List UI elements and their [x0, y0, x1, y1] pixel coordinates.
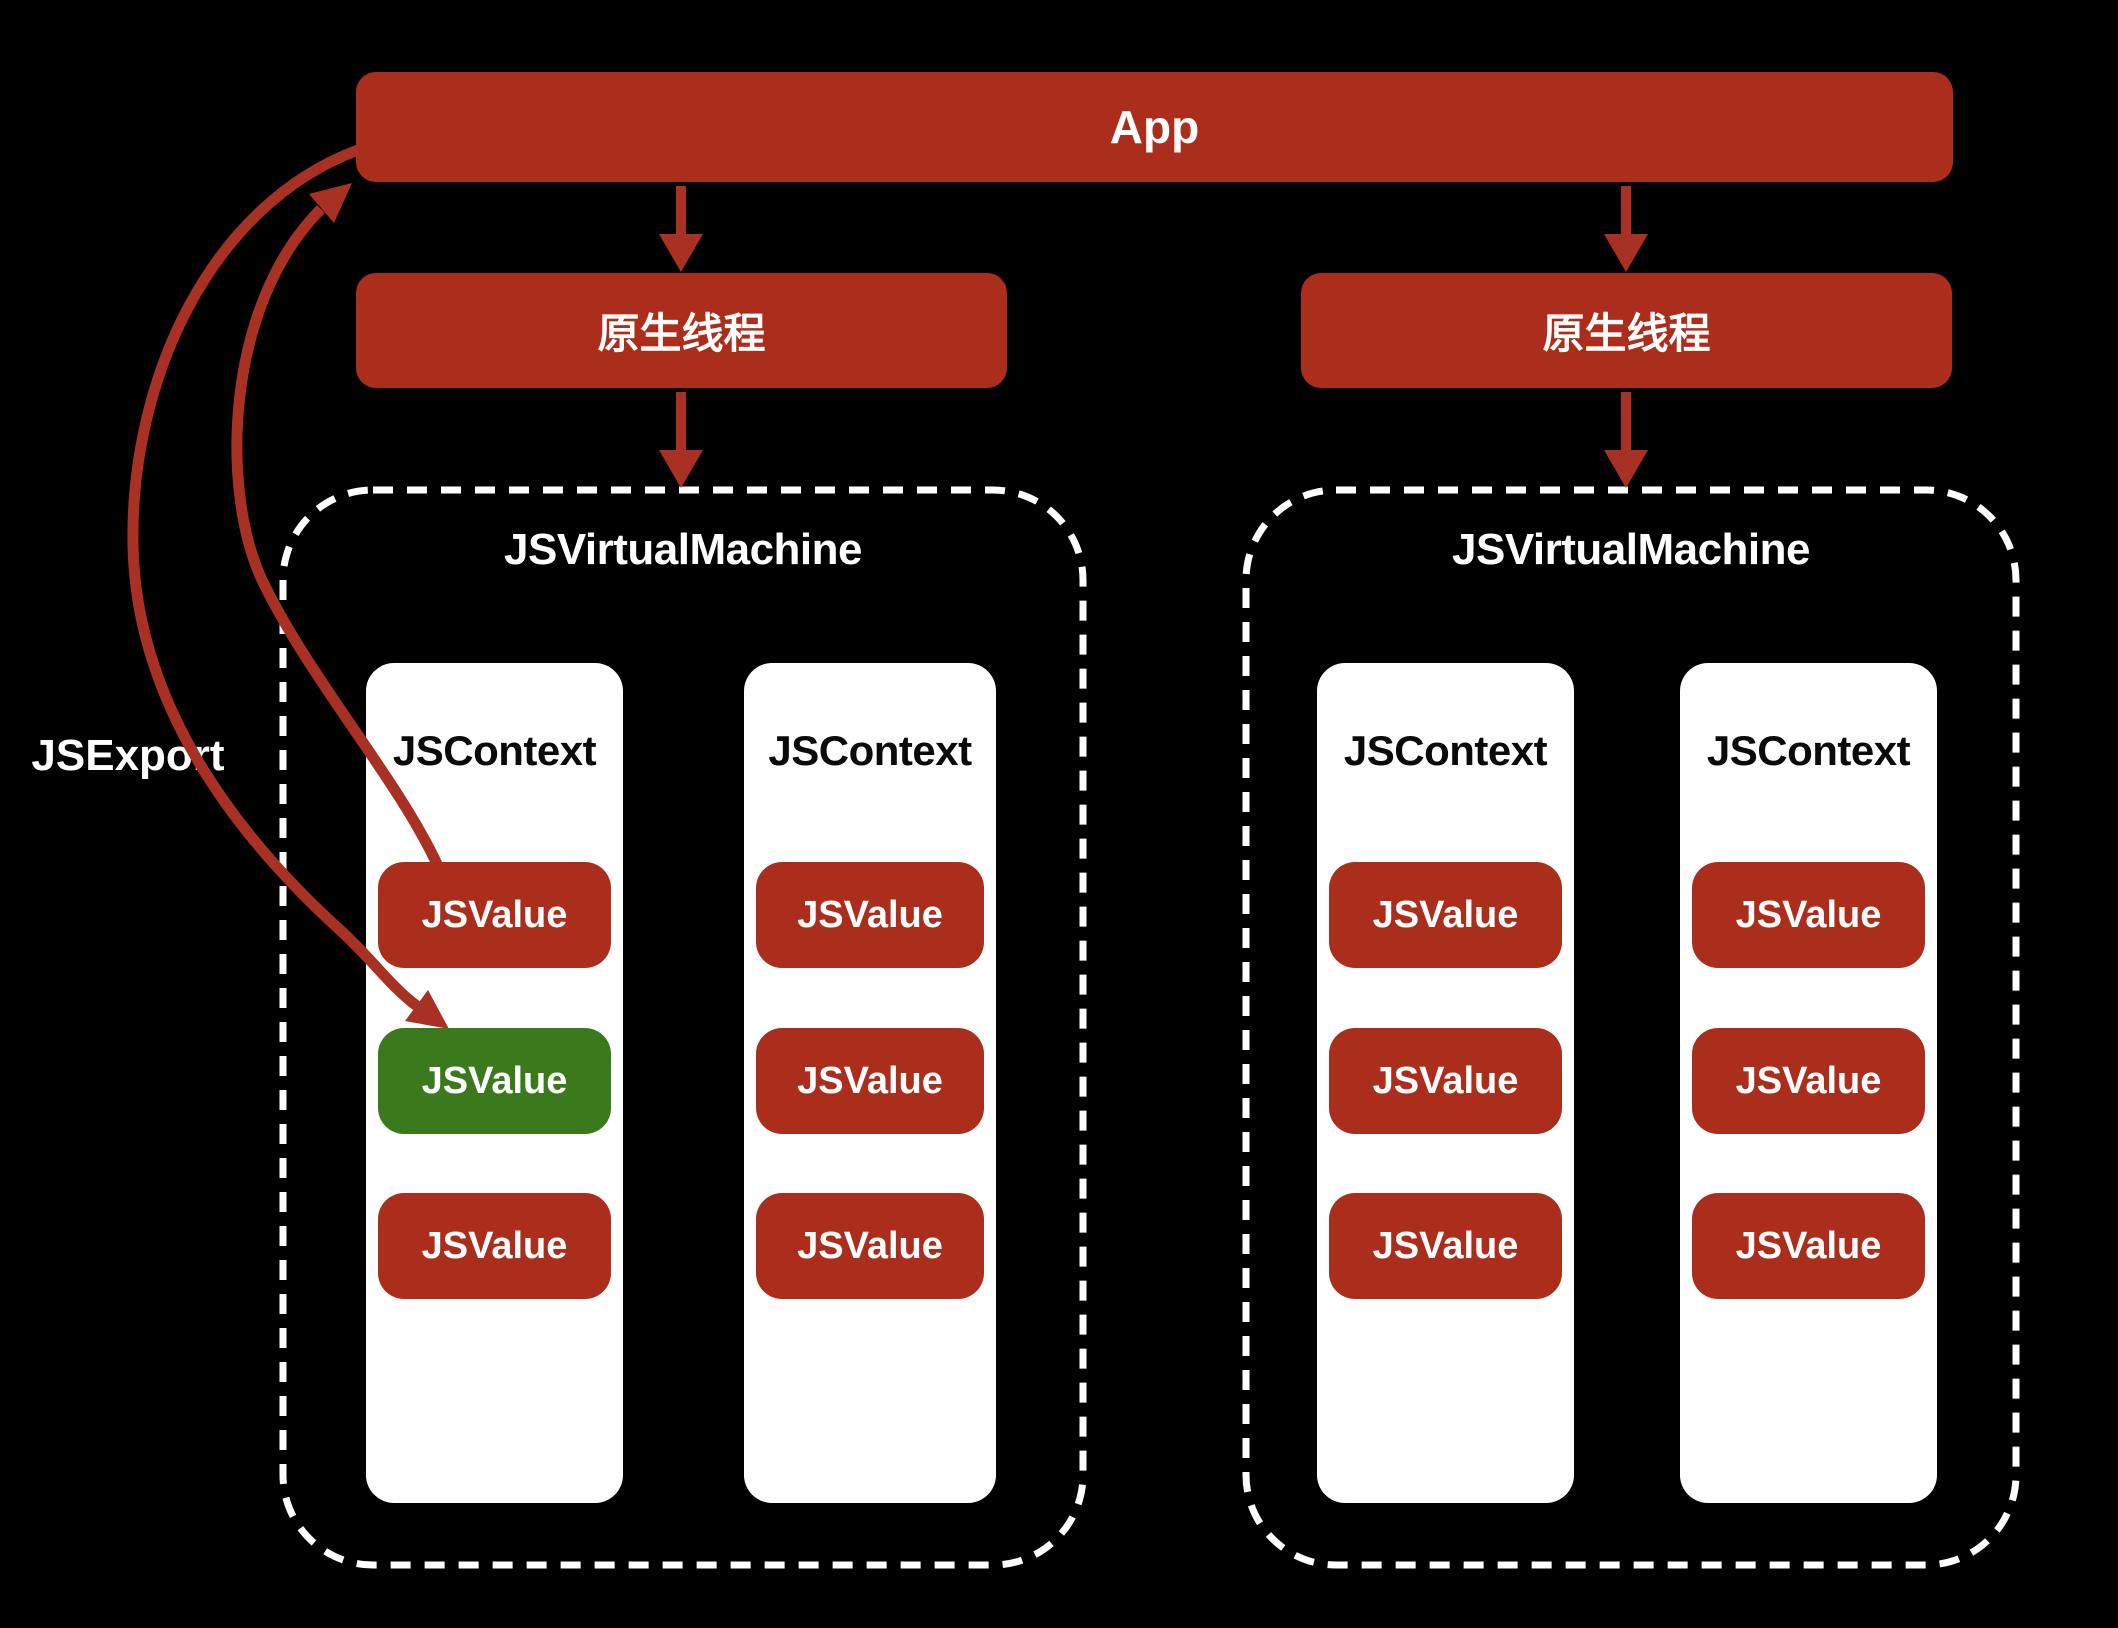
vm2-title: JSVirtualMachine — [1452, 525, 1811, 574]
jscontext-label: JSContext — [1343, 727, 1548, 774]
jsvalue-box: JSValue — [756, 862, 984, 968]
native-thread-node-1: 原生线程 — [356, 273, 1007, 388]
vm1-title: JSVirtualMachine — [504, 525, 863, 574]
jsvalue-box: JSValue — [1692, 1028, 1925, 1134]
jsvalue-box: JSValue — [378, 862, 611, 968]
native-thread-label: 原生线程 — [597, 310, 766, 357]
jsvalue-box-green: JSValue — [378, 1028, 611, 1134]
arrow-app-to-thread2 — [1604, 186, 1648, 272]
jsvalue-label: JSValue — [421, 1059, 568, 1102]
app-node: App — [356, 72, 1953, 182]
jsvalue-box: JSValue — [1329, 1193, 1562, 1299]
jsexport-label: JSExport — [31, 731, 225, 780]
jsvalue-box: JSValue — [378, 1193, 611, 1299]
jsvalue-label: JSValue — [1735, 1224, 1882, 1267]
app-label: App — [1109, 101, 1200, 153]
native-thread-node-2: 原生线程 — [1301, 273, 1952, 388]
jsvalue-label: JSValue — [797, 1059, 943, 1102]
jsvalue-label: JSValue — [797, 893, 943, 936]
jscontext-column-1: JSContext JSValue JSValue JSValue — [366, 663, 623, 1503]
jscontext-column-2: JSContext JSValue JSValue JSValue — [744, 663, 996, 1503]
jscontext-column-3: JSContext JSValue JSValue JSValue — [1317, 663, 1574, 1503]
jsvalue-box: JSValue — [1692, 862, 1925, 968]
jsvalue-label: JSValue — [1735, 893, 1882, 936]
jsvalue-label: JSValue — [1372, 1224, 1519, 1267]
jsvalue-label: JSValue — [421, 1224, 568, 1267]
arrow-thread2-to-vm2 — [1604, 392, 1648, 488]
jsvalue-box: JSValue — [1329, 862, 1562, 968]
jscontext-label: JSContext — [1706, 727, 1911, 774]
arrow-app-to-thread1 — [659, 186, 703, 272]
jsvalue-box: JSValue — [1329, 1028, 1562, 1134]
jscontext-column-4: JSContext JSValue JSValue JSValue — [1680, 663, 1937, 1503]
jscontext-label: JSContext — [768, 727, 972, 774]
arrow-thread1-to-vm1 — [659, 392, 703, 488]
jsvalue-box: JSValue — [756, 1193, 984, 1299]
jsvalue-box: JSValue — [756, 1028, 984, 1134]
jsvalue-box: JSValue — [1692, 1193, 1925, 1299]
jsvalue-label: JSValue — [1372, 893, 1519, 936]
jsvalue-label: JSValue — [421, 893, 568, 936]
jsvalue-label: JSValue — [1735, 1059, 1882, 1102]
jsvalue-label: JSValue — [1372, 1059, 1519, 1102]
jsvalue-label: JSValue — [797, 1224, 943, 1267]
jscontext-label: JSContext — [392, 727, 597, 774]
native-thread-label: 原生线程 — [1542, 310, 1711, 357]
